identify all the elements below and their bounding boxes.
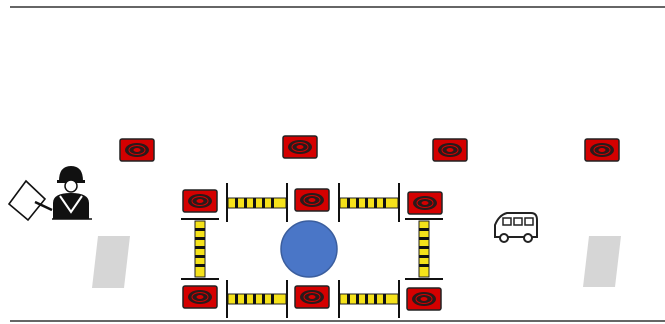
warning-lamp-icon — [432, 138, 468, 162]
warning-lamp-icon — [584, 138, 620, 162]
warning-lamp-icon — [119, 138, 155, 162]
warning-lamp-icon — [407, 191, 443, 215]
warning-lamp-icon — [282, 135, 318, 159]
flagger-worker-icon — [7, 166, 92, 222]
barrier-right — [405, 218, 443, 280]
barrier-bottom-right — [338, 280, 400, 318]
warning-lamp-icon — [294, 285, 330, 309]
barrier-top-right — [338, 183, 400, 222]
warning-lamp-icon — [182, 189, 218, 213]
warning-lamp-icon — [294, 188, 330, 212]
van-icon — [494, 212, 538, 243]
barrier-left — [181, 218, 219, 280]
barrier-bottom-left — [226, 280, 288, 318]
warning-lamp-icon — [182, 285, 218, 309]
work-area-circle — [280, 220, 338, 278]
warning-lamp-icon — [406, 287, 442, 311]
road-marker — [92, 236, 130, 288]
barrier-top-left — [226, 183, 288, 222]
road-marker — [583, 236, 621, 287]
